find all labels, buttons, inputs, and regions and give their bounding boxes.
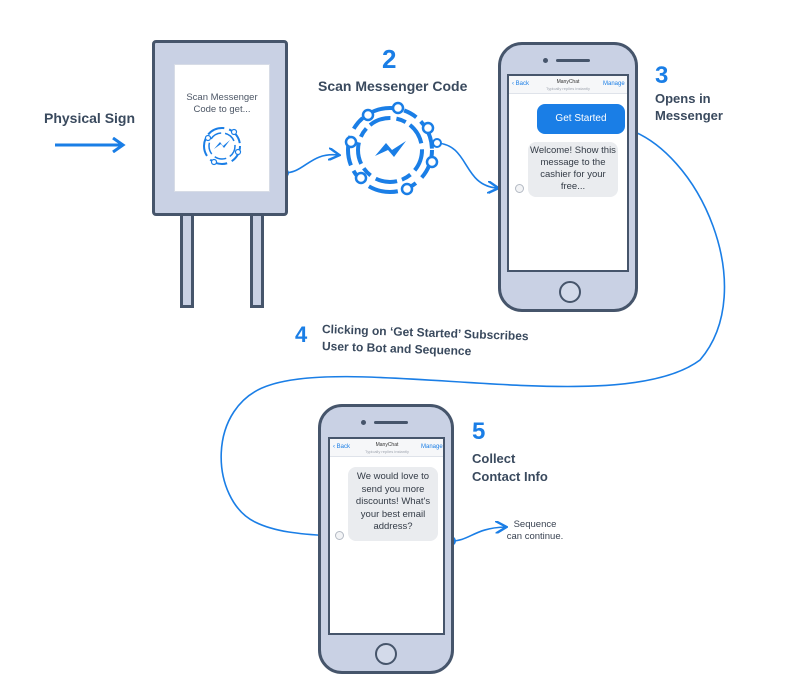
phone-1-header [509,76,627,94]
physical-sign-label: Physical Sign [44,110,136,126]
step-2-label: Scan Messenger Code [318,78,468,94]
connector-sign-to-code [283,155,338,174]
phone-2-home-button[interactable] [375,643,397,665]
step-3-number: 3 [655,62,669,89]
step-5-label-line2: Contact Info [472,469,548,484]
phone-1-manage-button[interactable]: Manage [603,81,625,87]
phone-1-back-button[interactable]: ‹ Back [512,81,530,87]
phone-2-bot-avatar [335,531,344,540]
connector-get-started-loop [220,127,726,536]
phone-2-title: ManyChat [375,442,399,448]
phone-1-title: ManyChat [556,79,580,85]
sign-text-line2: Code to get... [193,104,251,115]
phone-1-message-bubble: Welcome! Show this message to the cashie… [528,142,618,197]
sign-leg-right [250,214,264,308]
phone-1-back-label: Back [515,81,530,87]
phone-2-manage-button[interactable]: Manage [421,444,443,450]
phone-1-camera [543,58,548,63]
right-arrow-icon [55,137,126,153]
connector-code-to-phone [436,142,497,188]
sequence-note: Sequence can continue. [505,519,565,543]
small-messenger-code-icon [203,127,242,166]
phone-1-home-button[interactable] [559,281,581,303]
phone-2-back-label: Back [336,444,351,450]
sign-text: Scan Messenger Code to get... [176,92,268,116]
sign-leg-left [180,214,194,308]
phone-1-subtitle: Typically replies instantly [545,86,591,91]
phone-2-speaker [374,421,408,424]
step-3-label-line2: Messenger [655,108,723,123]
step-4-number: 4 [295,322,308,347]
step-3-label-line1: Opens in [655,91,711,106]
sequence-line2: can continue. [506,531,564,542]
phone-2-message-bubble: We would love to send you more discounts… [348,467,438,541]
phone-2-header [330,439,443,457]
phone-2-back-button[interactable]: ‹ Back [333,444,351,450]
phone-1-bot-avatar [515,184,524,193]
get-started-button[interactable]: Get Started [537,104,625,134]
connector-to-sequence [450,527,505,542]
step-5-label-line1: Collect [472,451,516,466]
phone-2-camera [361,420,366,425]
phone-1-speaker [556,59,590,62]
phone-2-subtitle: Typically replies instantly [364,449,410,454]
sequence-line1: Sequence [513,519,557,530]
sign-text-line1: Scan Messenger [186,92,258,103]
step-5-number: 5 [472,418,486,445]
step-2-number: 2 [382,44,397,74]
messenger-code-icon [344,101,439,196]
